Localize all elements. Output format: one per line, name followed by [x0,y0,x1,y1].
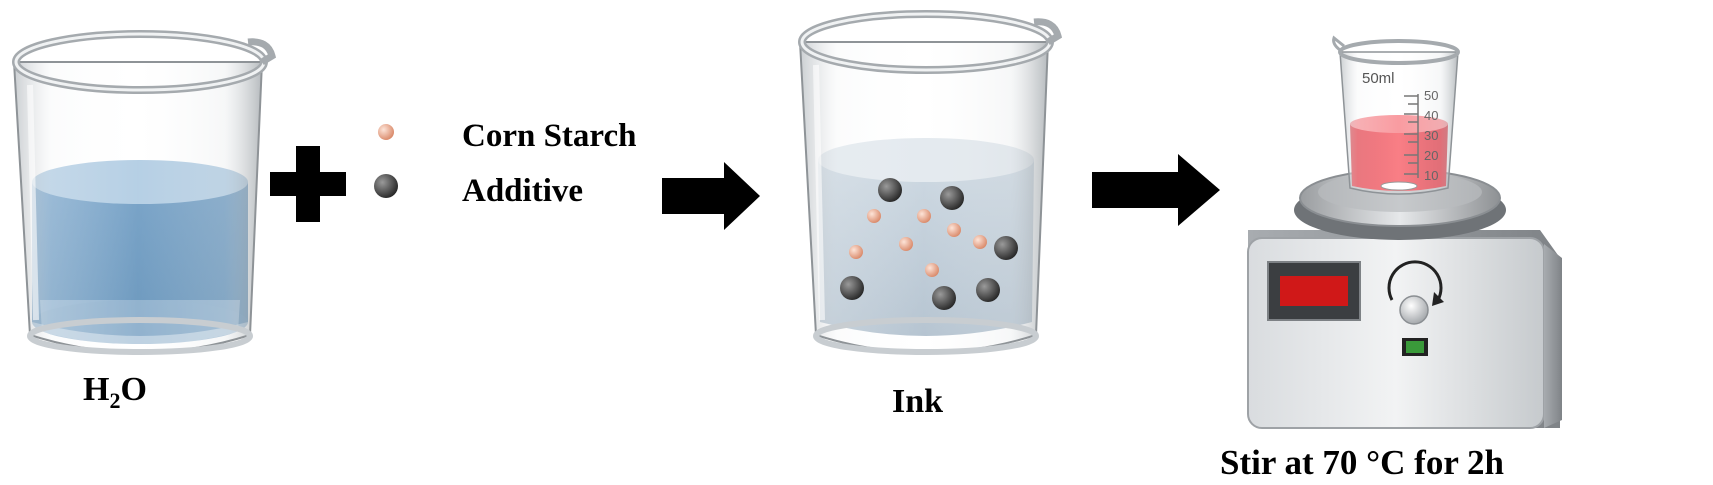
legend-corn-starch: Corn Starch [462,118,636,154]
scale-mark-10: 10 [1424,168,1438,183]
stir-label: Stir at 70 °C for 2h [1220,443,1504,482]
legend-additive: Additive [462,173,583,209]
measuring-beaker [1332,35,1460,195]
water-beaker [12,30,277,355]
rotate-arrow-icon [1387,260,1443,301]
starch-particles [849,209,987,277]
arrow-right-icon [1092,154,1220,226]
water-label: H2O [83,371,147,413]
beaker-volume-label: 50ml [1362,70,1395,87]
additive-particles [840,178,1018,310]
stir-bar [1380,181,1418,191]
corn-starch-particle-icon [378,124,394,140]
scale-mark-40: 40 [1424,108,1438,123]
scale-mark-50: 50 [1424,88,1438,103]
arrow-right-icon [662,162,760,230]
speed-knob [1399,295,1429,325]
plus-icon [270,146,346,222]
scale-mark-30: 30 [1424,128,1438,143]
additive-particle-icon [374,174,398,198]
ink-beaker [798,10,1063,355]
magnetic-stirrer [1247,169,1562,429]
ink-label: Ink [892,383,943,420]
scale-mark-20: 20 [1424,148,1438,163]
